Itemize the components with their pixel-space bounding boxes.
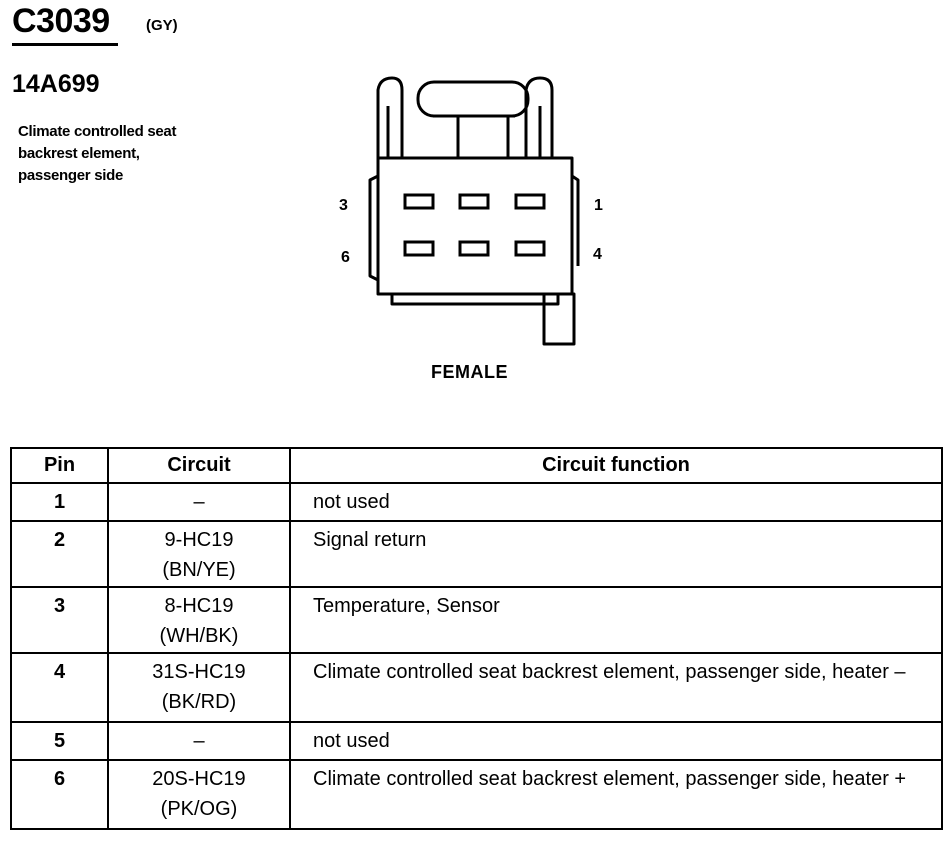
lock-tab-inner (456, 114, 510, 160)
circuit-cell: 8-HC19 (WH/BK) (107, 586, 291, 654)
table-header-row: Pin Circuit Circuit function (10, 447, 943, 484)
pin-cell: 3 (10, 586, 109, 654)
right-side-key (571, 174, 580, 266)
color-code: (GY) (146, 17, 178, 34)
table-row: 3 8-HC19 (WH/BK) Temperature, Sensor (10, 586, 943, 654)
pin-label-3: 3 (339, 197, 348, 214)
wire-color: (BN/YE) (162, 559, 236, 581)
left-latch-arm (376, 76, 404, 158)
function-cell: not used (289, 721, 943, 761)
pin-cavity-4 (514, 240, 546, 257)
function-cell: Climate controlled seat backrest element… (289, 652, 943, 723)
part-number: 14A699 (12, 70, 100, 98)
pin-label-4: 4 (593, 246, 602, 263)
pinout-table: Pin Circuit Circuit function 1 – not use… (10, 447, 943, 830)
pin-cell: 1 (10, 482, 109, 522)
header-circuit-function: Circuit function (289, 447, 943, 484)
table-row: 1 – not used (10, 482, 943, 522)
pin-label-1: 1 (594, 197, 603, 214)
component-description: Climate controlled seat backrest element… (18, 123, 177, 184)
pin-cavity-1 (514, 193, 546, 210)
table-row: 2 9-HC19 (BN/YE) Signal return (10, 520, 943, 588)
wire-color: (PK/OG) (160, 798, 238, 820)
pin-cell: 5 (10, 721, 109, 761)
view-label: FEMALE (431, 362, 508, 382)
title-underline (12, 43, 118, 46)
left-side-key (368, 174, 379, 282)
terminal-tail (542, 292, 576, 346)
circuit-code: – (193, 730, 205, 752)
function-cell: Temperature, Sensor (289, 586, 943, 654)
connector-body (376, 156, 574, 296)
pin-cell: 2 (10, 520, 109, 588)
circuit-code: 8-HC19 (164, 595, 234, 617)
pin-cavity-2 (458, 193, 490, 210)
function-cell: Signal return (289, 520, 943, 588)
wire-color: (BK/RD) (161, 691, 237, 713)
circuit-code: 9-HC19 (164, 529, 234, 551)
connector-id: C3039 (12, 2, 110, 40)
table-row: 4 31S-HC19 (BK/RD) Climate controlled se… (10, 652, 943, 723)
pin-cavity-3 (403, 193, 435, 210)
pin-cavity-6 (403, 240, 435, 257)
table-row: 5 – not used (10, 721, 943, 761)
header-circuit: Circuit (107, 447, 291, 484)
function-cell: not used (289, 482, 943, 522)
pin-cell: 6 (10, 759, 109, 830)
table-row: 6 20S-HC19 (PK/OG) Climate controlled se… (10, 759, 943, 830)
lock-tab-frame (416, 80, 530, 118)
pin-cell: 4 (10, 652, 109, 723)
circuit-cell: – (107, 721, 291, 761)
connector-face-diagram (368, 76, 580, 346)
circuit-code: 31S-HC19 (152, 661, 246, 683)
circuit-cell: 9-HC19 (BN/YE) (107, 520, 291, 588)
function-cell: Climate controlled seat backrest element… (289, 759, 943, 830)
circuit-cell: 31S-HC19 (BK/RD) (107, 652, 291, 723)
wire-color: (WH/BK) (159, 625, 239, 647)
header-pin: Pin (10, 447, 109, 484)
right-latch-arm (524, 76, 554, 158)
circuit-cell: 20S-HC19 (PK/OG) (107, 759, 291, 830)
bottom-skirt (390, 294, 560, 306)
pin-label-6: 6 (341, 249, 350, 266)
circuit-code: 20S-HC19 (152, 768, 246, 790)
circuit-code: – (193, 491, 205, 513)
circuit-cell: – (107, 482, 291, 522)
pin-cavity-5 (458, 240, 490, 257)
